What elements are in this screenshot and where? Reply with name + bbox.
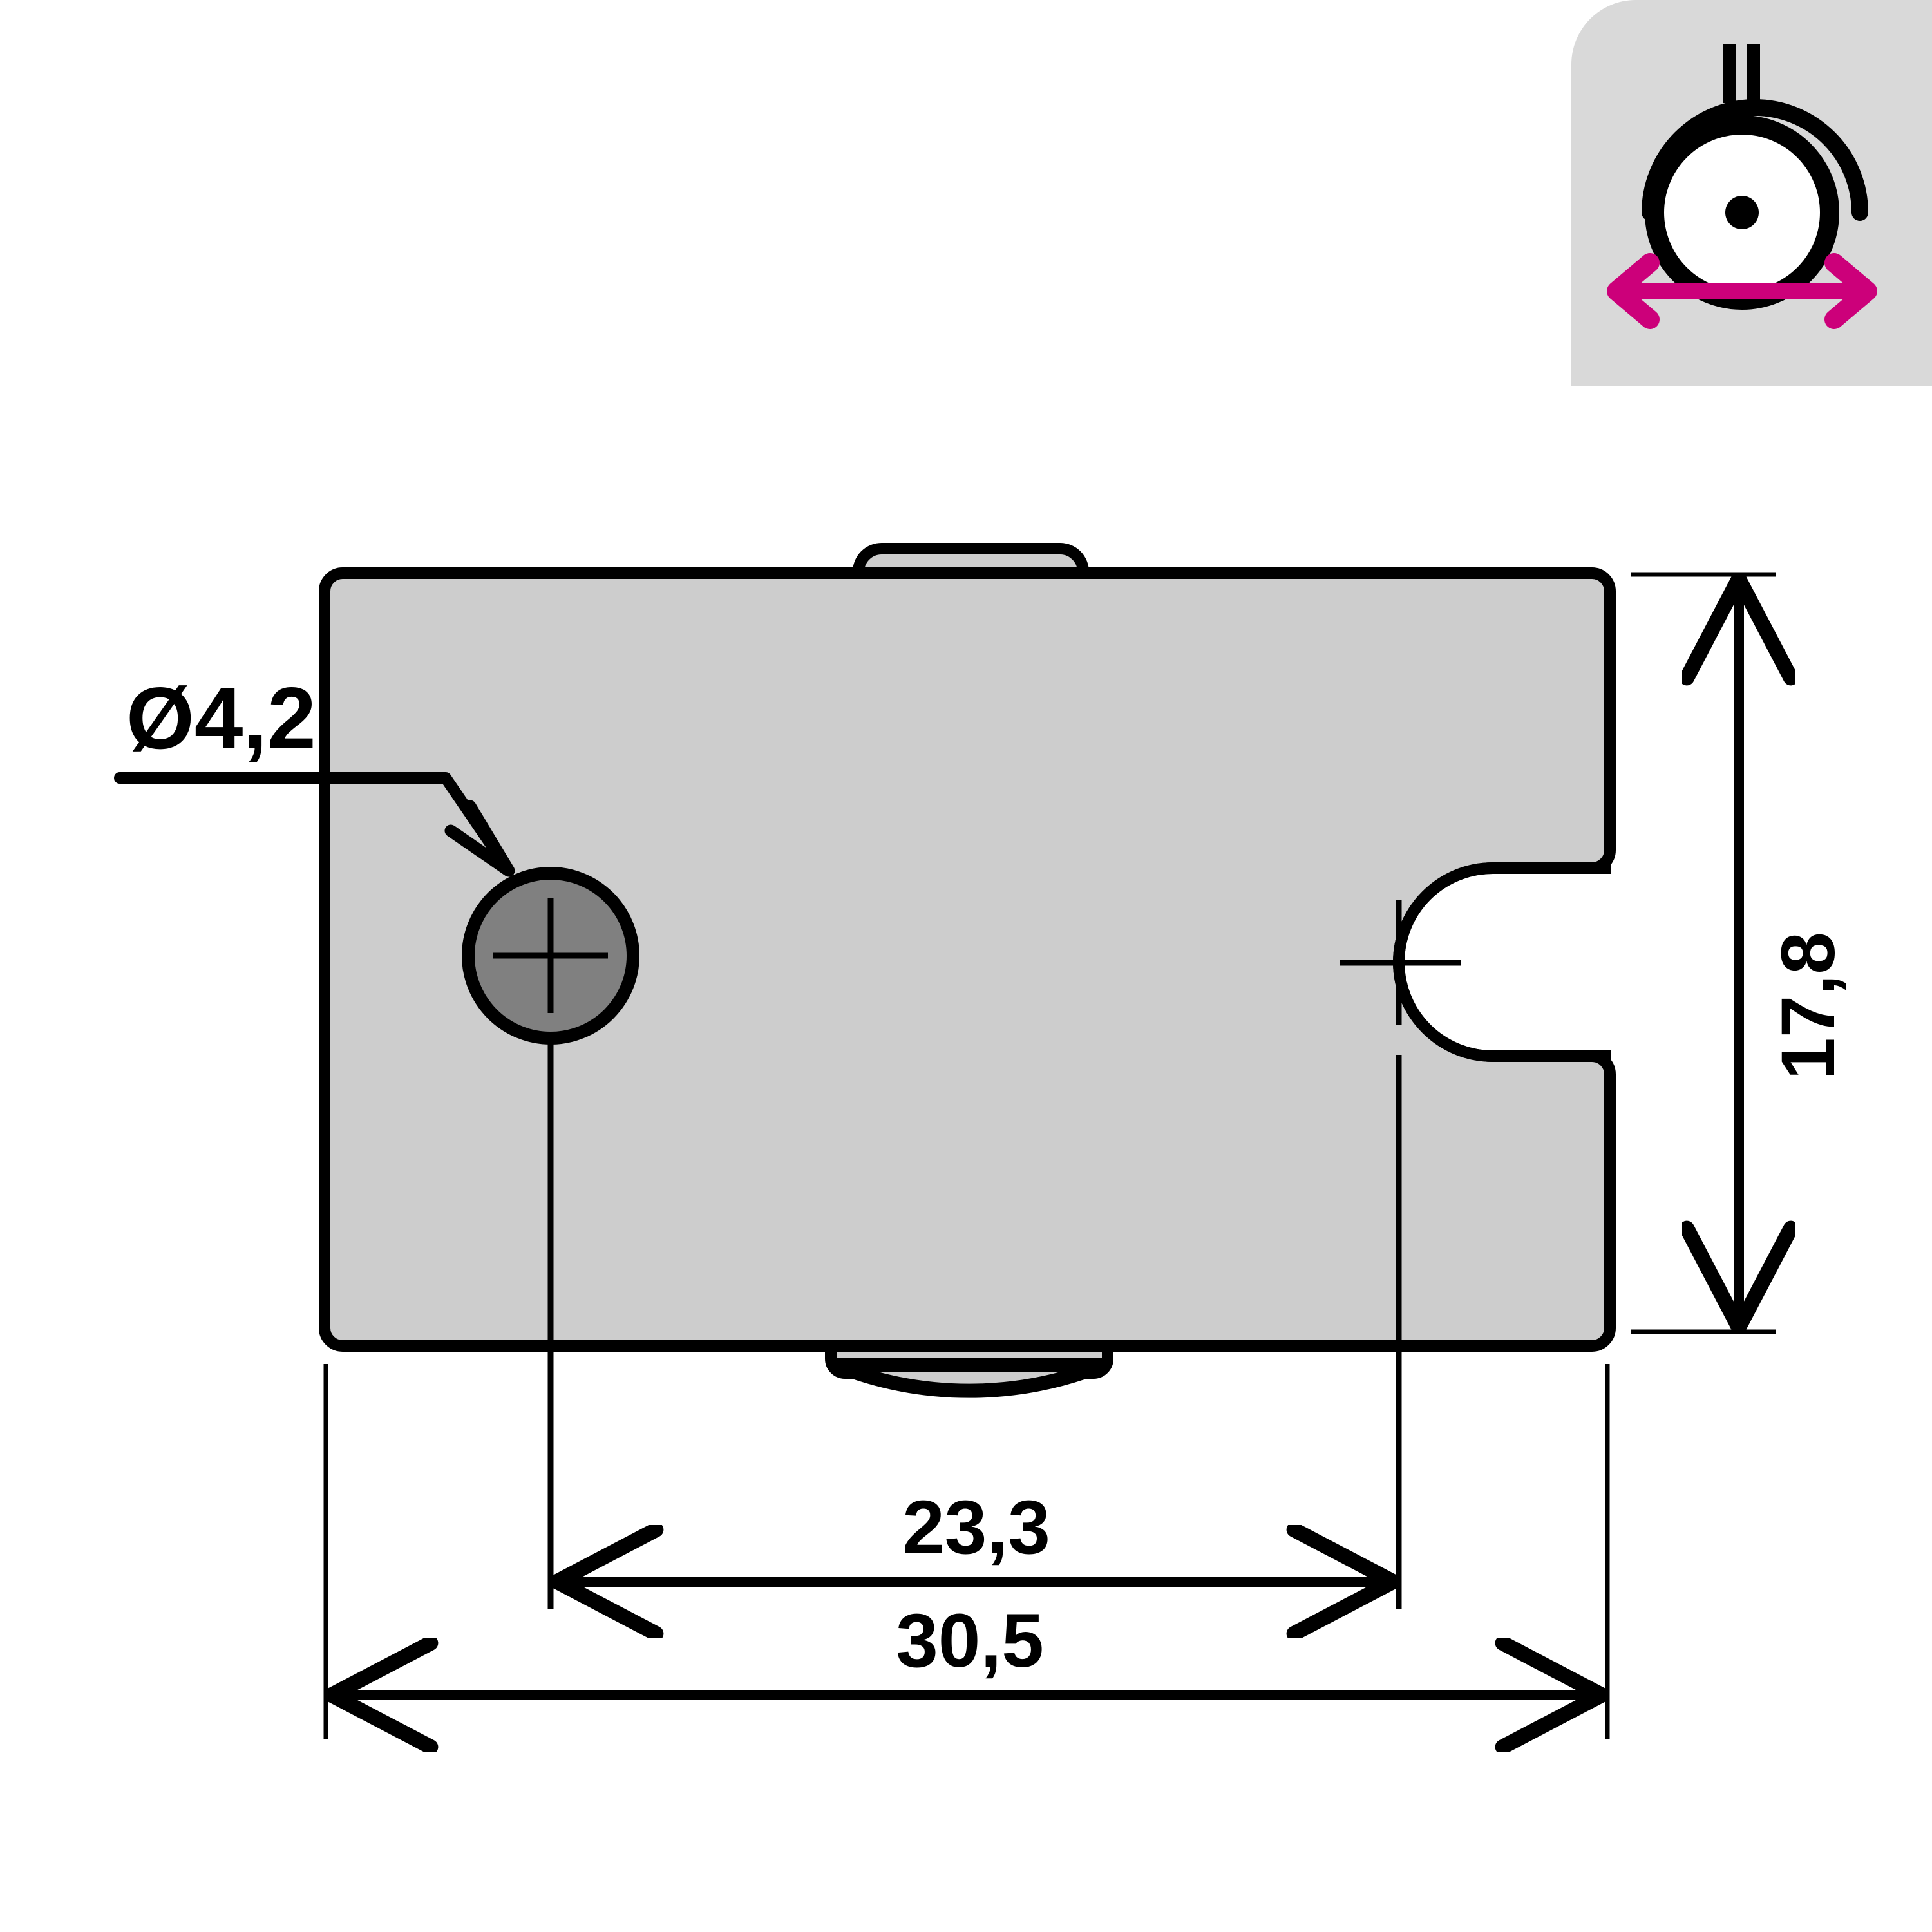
height-dimension-label: 17,8	[1766, 932, 1851, 1080]
right-slot-center-cross	[1340, 900, 1461, 1025]
height-dimension	[1631, 572, 1776, 1334]
overall-width-dimension-label: 30,5	[896, 1598, 1044, 1683]
hole-diameter-leader-arrowhead	[444, 800, 515, 877]
left-hole-center-cross	[493, 898, 608, 1013]
roller-hub-icon	[1725, 196, 1759, 229]
hole-to-slot-dimension-label: 23,3	[902, 1485, 1050, 1570]
hole-diameter-callout	[114, 772, 515, 877]
hole-to-slot-dimension	[547, 1043, 1402, 1609]
lateral-adjust-arrow-icon	[1607, 253, 1877, 329]
hole-diameter-label: Ø4,2	[126, 669, 316, 767]
bottom-tab-dome	[829, 1358, 1110, 1398]
overall-width-dimension	[323, 1364, 1610, 1739]
